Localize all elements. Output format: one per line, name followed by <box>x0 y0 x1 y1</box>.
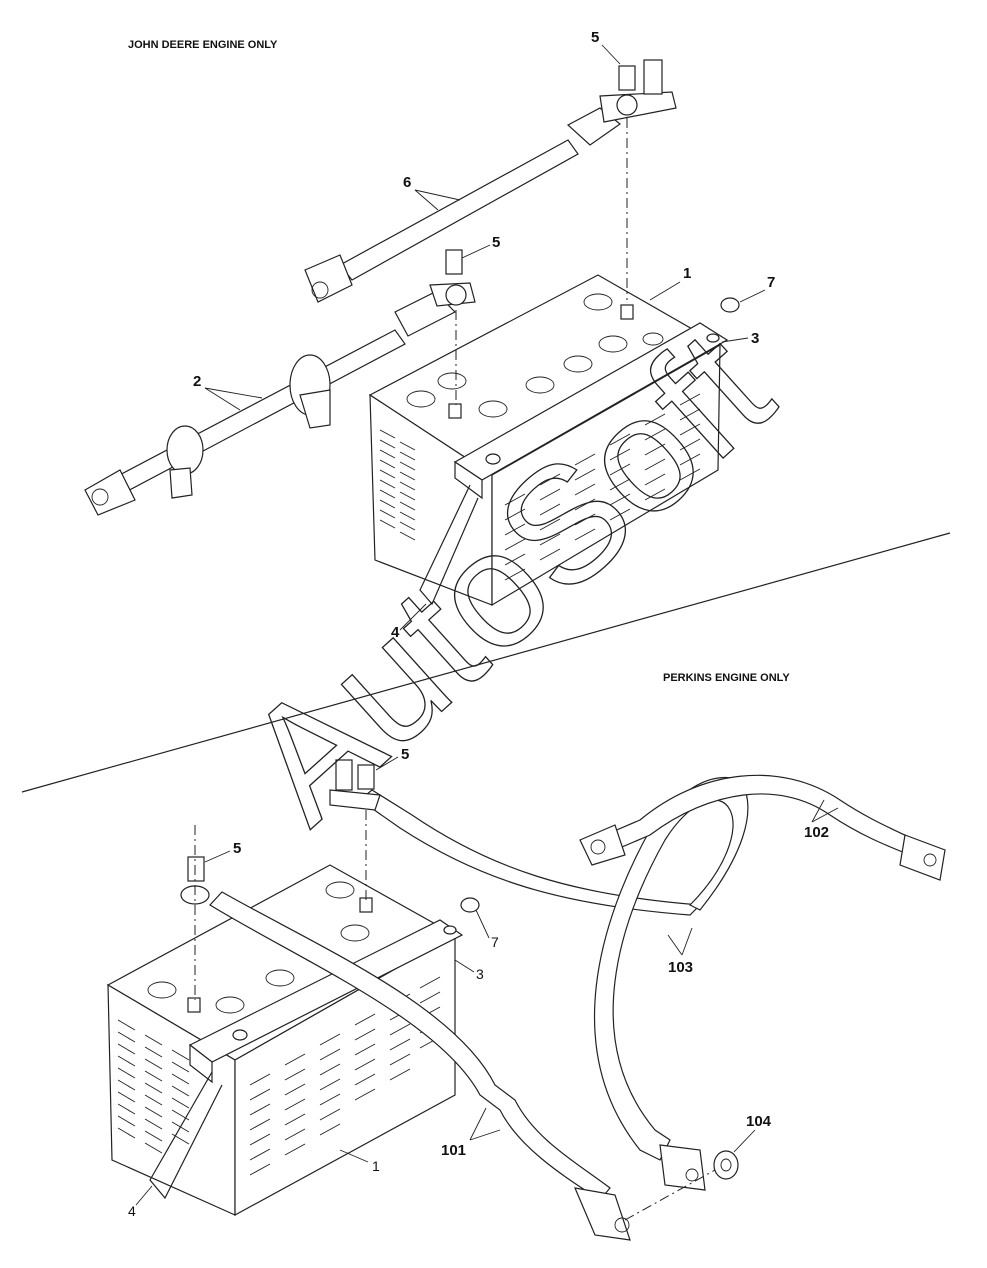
cable-103 <box>329 759 749 1191</box>
nut-104 <box>713 1150 739 1180</box>
section-divider <box>21 532 951 793</box>
battery-top <box>368 274 729 607</box>
callout-104: 104 <box>746 1113 772 1130</box>
cable-2 <box>84 249 476 516</box>
callout-3: 3 <box>476 966 484 982</box>
callout-101: 101 <box>441 1142 466 1159</box>
callout-5b: 5 <box>233 840 241 857</box>
cable-102 <box>579 774 946 881</box>
callout-6: 6 <box>403 174 411 191</box>
callout-2: 2 <box>193 373 201 390</box>
battery-bottom <box>106 864 464 1217</box>
callouts-bottom: 5 5 7 3 102 103 101 104 1 4 <box>128 746 839 1219</box>
callout-1: 1 <box>683 265 691 282</box>
header-perkins: PERKINS ENGINE ONLY <box>663 672 790 684</box>
callout-102: 102 <box>804 824 829 841</box>
callout-4: 4 <box>391 624 400 641</box>
callout-1: 1 <box>372 1158 380 1174</box>
callout-7: 7 <box>491 934 499 950</box>
cable-6 <box>304 59 677 303</box>
callout-5: 5 <box>401 746 409 763</box>
callout-4: 4 <box>128 1203 136 1219</box>
align-line <box>624 1169 716 1221</box>
callouts-top: 5 6 5 1 7 3 2 4 <box>193 29 775 641</box>
callout-5: 5 <box>591 29 599 46</box>
callout-3: 3 <box>751 330 759 347</box>
nut-7-top <box>720 297 740 313</box>
cable-101 <box>180 856 631 1241</box>
header-john-deere: JOHN DEERE ENGINE ONLY <box>128 39 278 51</box>
callout-5b: 5 <box>492 234 500 251</box>
nut-7-bottom <box>460 897 480 913</box>
callout-103: 103 <box>668 959 693 976</box>
callout-7: 7 <box>767 274 775 291</box>
